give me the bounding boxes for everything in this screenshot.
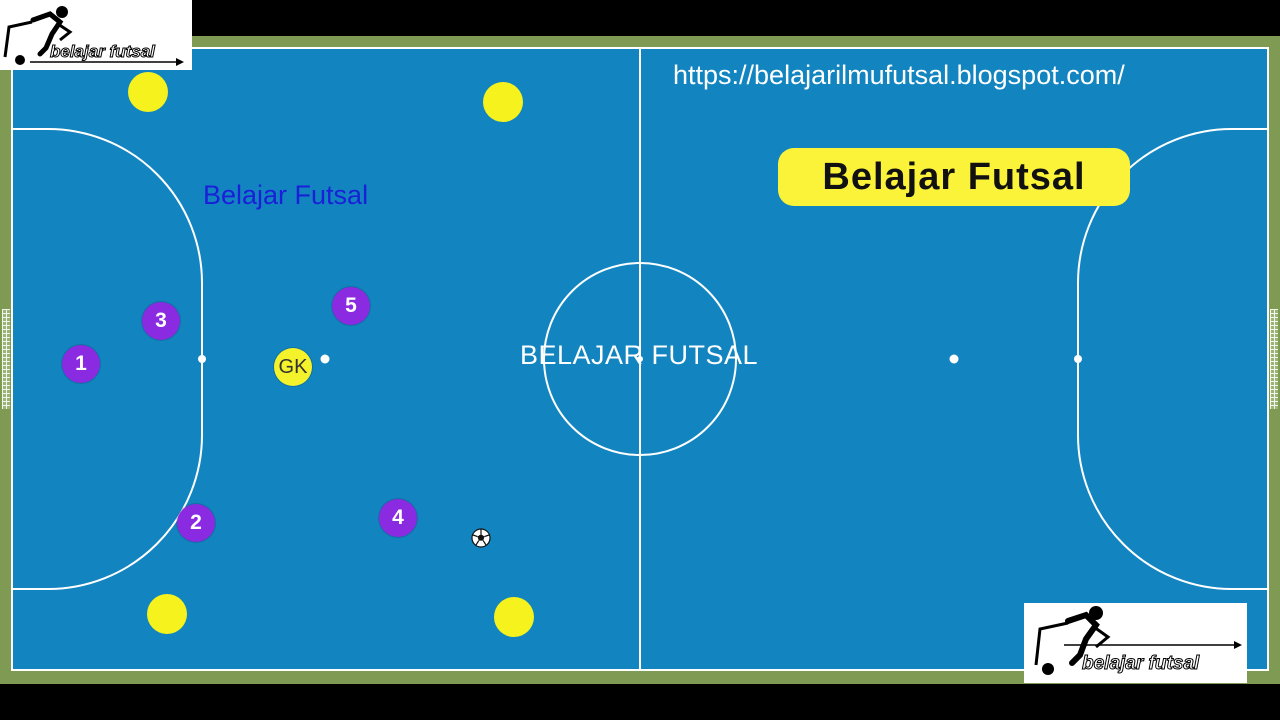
letterbox-bottom	[0, 684, 1280, 720]
cone-marker	[128, 72, 168, 112]
goalkeeper[interactable]: GK	[274, 348, 312, 386]
logo-top-left: belajar futsal	[0, 0, 192, 70]
player-5[interactable]: 5	[332, 287, 370, 325]
letterbox-top	[0, 0, 1280, 36]
center-circle	[543, 262, 737, 456]
cone-marker	[494, 597, 534, 637]
cone-marker	[483, 82, 523, 122]
title-pill: Belajar Futsal	[778, 148, 1130, 206]
cone-marker	[147, 594, 187, 634]
player-1[interactable]: 1	[62, 345, 100, 383]
logo-text: belajar futsal	[50, 42, 156, 62]
right-penalty-spot	[1074, 355, 1082, 363]
left-goal-net	[2, 309, 10, 409]
watermark-url: https://belajarilmufutsal.blogspot.com/	[673, 60, 1125, 90]
left-penalty-spot	[198, 355, 206, 363]
left-penalty-area	[12, 128, 203, 590]
left-second-spot	[320, 354, 330, 364]
logo-player-icon	[3, 6, 184, 66]
right-second-spot	[949, 354, 959, 364]
soccer-ball-icon[interactable]	[471, 528, 491, 548]
watermark-blue: Belajar Futsal	[203, 180, 369, 210]
player-2[interactable]: 2	[177, 504, 215, 542]
player-3[interactable]: 3	[142, 302, 180, 340]
logo-player-icon	[1034, 606, 1242, 675]
right-goal-net	[1270, 309, 1278, 409]
center-spot	[637, 356, 643, 362]
player-4[interactable]: 4	[379, 499, 417, 537]
logo-text: belajar futsal	[1081, 653, 1200, 675]
watermark-center: BELAJAR FUTSAL	[520, 340, 759, 370]
logo-bottom-right: belajar futsal	[1024, 603, 1247, 683]
